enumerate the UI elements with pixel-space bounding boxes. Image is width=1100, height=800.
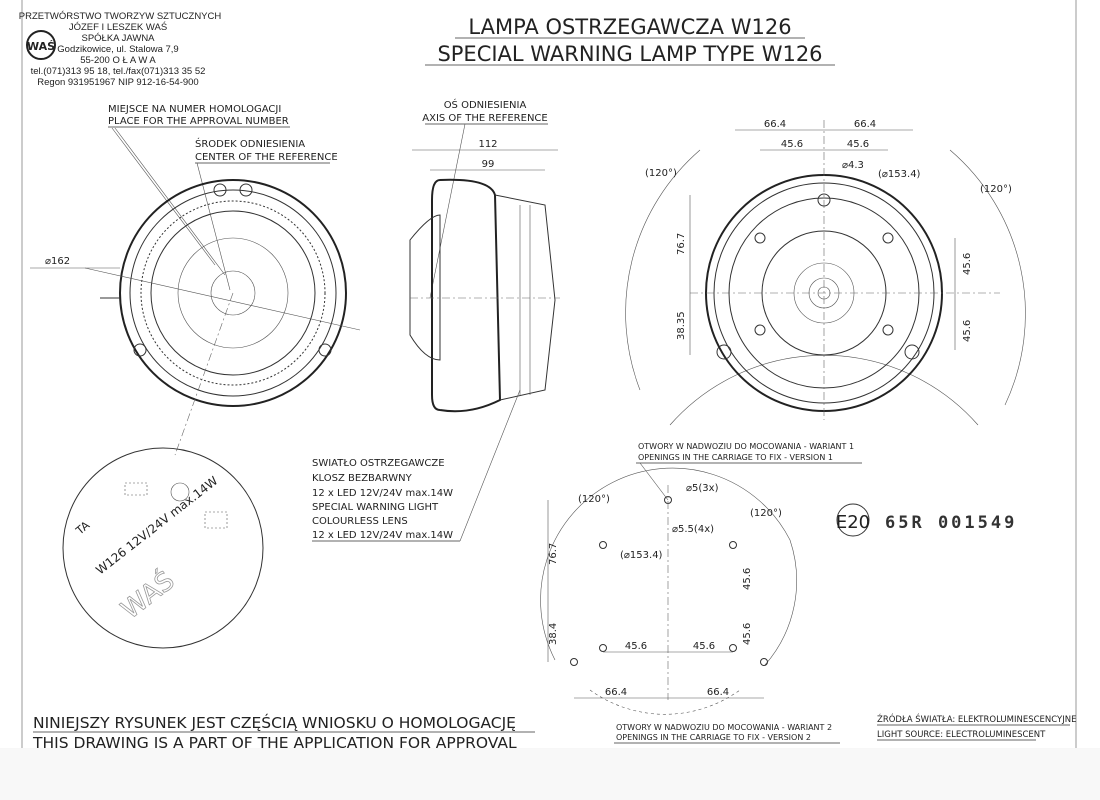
mounting-v2-label-en: OPENINGS IN THE CARRIAGE TO FIX - VERSIO… — [616, 733, 811, 742]
dim-45-6-upper: 45.6 — [962, 253, 973, 275]
approval-number: 65R 001549 — [885, 513, 1017, 533]
mounting-v2-label-pl: OTWORY W NADWOZIU DO MOCOWANIA - WARIANT… — [616, 723, 832, 732]
dim-66-4-right: 66.4 — [854, 119, 876, 130]
rear-view: 66.4 66.4 45.6 45.6 ⌀4.3 (⌀153.4) (120°)… — [625, 119, 1026, 426]
spec-line: 12 x LED 12V/24V max.14W — [312, 488, 453, 499]
front-view: MIEJSCE NA NUMER HOMOLOGACJI PLACE FOR T… — [30, 104, 361, 456]
side-view: OŚ ODNIESIENIA AXIS OF THE REFERENCE 112… — [312, 98, 560, 542]
mount-dim-76-7: 76.7 — [548, 543, 559, 565]
company-line: SPÓŁKA JAWNA — [81, 33, 155, 44]
angle-120-left: (120°) — [645, 168, 677, 179]
dim-45-6-left: 45.6 — [781, 139, 803, 150]
spec-line: 12 x LED 12V/24V max.14W — [312, 530, 453, 541]
mounting-v1-label-en: OPENINGS IN THE CARRIAGE TO FIX - VERSIO… — [638, 453, 833, 462]
mount-angle-120-right: (120°) — [750, 508, 782, 519]
mount-dim-38-4: 38.4 — [548, 623, 559, 645]
dim-99: 99 — [482, 159, 495, 170]
light-source-en: LIGHT SOURCE: ELECTROLUMINESCENT — [877, 730, 1046, 740]
footer-note-en: THIS DRAWING IS A PART OF THE APPLICATIO… — [32, 734, 517, 752]
mount-dim-45-6-c: 45.6 — [742, 568, 753, 590]
approval-place-label-pl: MIEJSCE NA NUMER HOMOLOGACJI — [108, 104, 281, 115]
spec-line: SPECIAL WARNING LIGHT — [312, 502, 439, 513]
footer-note-pl: NINIEJSZY RYSUNEK JEST CZĘŚCIĄ WNIOSKU O… — [33, 713, 516, 732]
mount-dim-45-6-b: 45.6 — [693, 641, 715, 652]
company-line: Regon 931951967 NIP 912-16-54-900 — [37, 77, 198, 88]
mount-dim-66-4-b: 66.4 — [707, 687, 729, 698]
center-reference-label-en: CENTER OF THE REFERENCE — [195, 152, 338, 163]
company-line: JÓZEF I LESZEK WAŚ — [69, 21, 167, 33]
hole-4-3-label: ⌀4.3 — [842, 160, 864, 171]
spec-line: KLOSZ BEZBARWNY — [312, 473, 413, 484]
company-logo-text: WAŚ — [27, 40, 55, 53]
spec-line: COLOURLESS LENS — [312, 516, 408, 527]
detail-marking-text: W126 12V/24V max.14W — [93, 474, 220, 578]
dim-112: 112 — [478, 139, 497, 150]
title-english: SPECIAL WARNING LAMP TYPE W126 — [437, 42, 822, 66]
mount-dim-45-6-d: 45.6 — [742, 623, 753, 645]
hole-5-3x-label: ⌀5(3x) — [686, 483, 719, 494]
center-reference-label-pl: ŚRODEK ODNIESIENIA — [195, 137, 305, 150]
company-line: PRZETWÓRSTWO TWORZYW SZTUCZNYCH — [19, 11, 222, 22]
mounting-holes-view: OTWORY W NADWOZIU DO MOCOWANIA - WARIANT… — [540, 442, 862, 744]
detail-marking-view: W126 12V/24V max.14W TA WAŚ — [62, 447, 264, 649]
spec-line: SWIATŁO OSTRZEGAWCZE — [312, 458, 445, 469]
axis-reference-label-en: AXIS OF THE REFERENCE — [422, 113, 547, 124]
pcd-153-4-mount: (⌀153.4) — [620, 550, 663, 561]
mounting-v1-label-pl: OTWORY W NADWOZIU DO MOCOWANIA - WARIANT… — [638, 442, 854, 451]
dim-38-35: 38.35 — [676, 311, 687, 340]
detail-logo-watermark: WAŚ — [115, 564, 181, 625]
title-polish: LAMPA OSTRZEGAWCZA W126 — [468, 15, 791, 39]
company-line: 55-200 O Ł A W A — [80, 55, 156, 66]
company-header: WAŚ PRZETWÓRSTWO TWORZYW SZTUCZNYCH JÓZE… — [19, 11, 222, 88]
dim-76-7: 76.7 — [676, 233, 687, 255]
company-line: tel.(071)313 95 18, tel./fax(071)313 35 … — [31, 66, 206, 77]
approval-place-label-en: PLACE FOR THE APPROVAL NUMBER — [108, 116, 289, 127]
company-logo — [26, 30, 56, 60]
dim-45-6-right: 45.6 — [847, 139, 869, 150]
mount-dim-66-4-a: 66.4 — [605, 687, 627, 698]
detail-marking-ta: TA — [73, 518, 93, 538]
light-source-pl: ŹRÓDŁA ŚWIATŁA: ELEKTROLUMINESCENCYJNE — [877, 713, 1076, 725]
approval-e20: E20 — [836, 512, 870, 533]
mount-angle-120-left: (120°) — [578, 494, 610, 505]
axis-reference-label-pl: OŚ ODNIESIENIA — [444, 98, 527, 111]
diameter-162-label: ⌀162 — [45, 256, 70, 267]
dim-66-4-left: 66.4 — [764, 119, 786, 130]
approval-mark: E20 65R 001549 — [836, 503, 1017, 537]
mount-dim-45-6-a: 45.6 — [625, 641, 647, 652]
hole-5-5-4x-label: ⌀5.5(4x) — [672, 524, 714, 535]
company-line: Godzikowice, ul. Stalowa 7,9 — [57, 44, 178, 55]
angle-120-right: (120°) — [980, 184, 1012, 195]
dim-45-6-lower: 45.6 — [962, 320, 973, 342]
pcd-153-4-label: (⌀153.4) — [878, 169, 921, 180]
